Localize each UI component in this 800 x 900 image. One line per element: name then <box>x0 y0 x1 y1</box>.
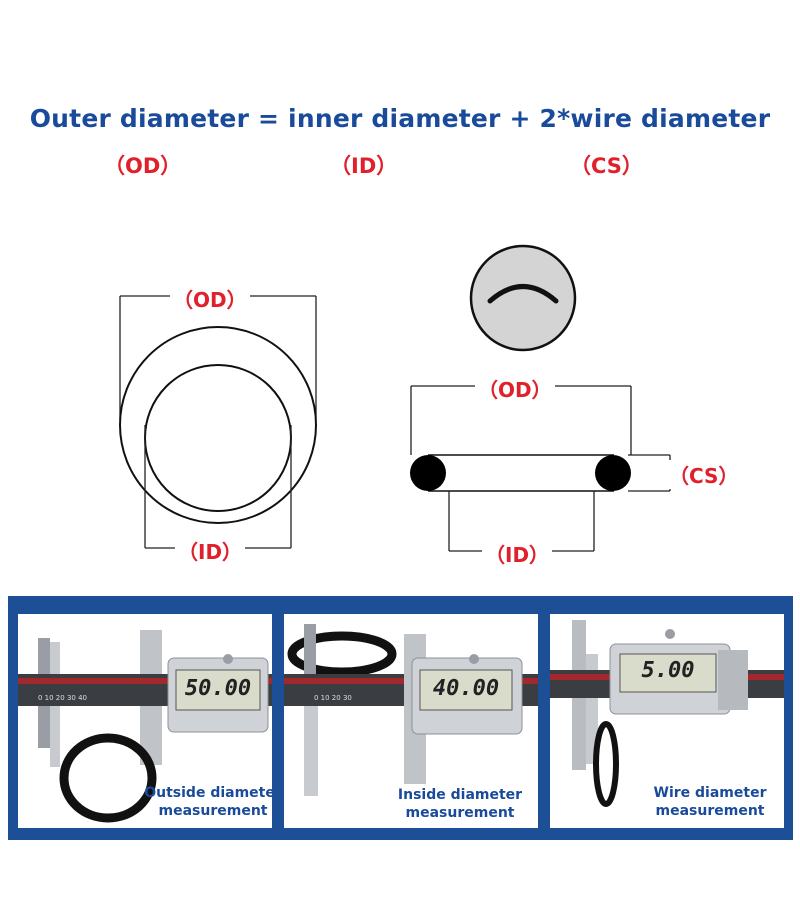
svg-text:0 10 20 30: 0 10 20 30 <box>314 694 352 702</box>
outside-diameter-photo: 0 10 20 30 40 50.00 Outside diameter mea… <box>18 614 272 828</box>
side-id-label: （ID） <box>482 539 553 568</box>
caliper-wire-image: 70 80 <box>550 620 784 807</box>
caliper-inside-image: 0 10 20 30 <box>284 624 538 796</box>
front-od-label: （OD） <box>170 284 250 313</box>
svg-text:0 10 20 30 40: 0 10 20 30 40 <box>38 694 87 702</box>
caption-inside-line1: Inside diameter <box>397 787 523 803</box>
caliper-outside-image: 0 10 20 30 40 <box>18 630 272 823</box>
caption-wire-line1: Wire diameter <box>653 785 767 801</box>
caption-inside-line2: measurement <box>405 805 515 821</box>
side-view-ring <box>410 385 671 552</box>
id-abbreviation: （ID） <box>330 154 398 178</box>
caption-outside-line2: measurement <box>158 803 268 819</box>
reading-wire: 5.00 <box>641 658 695 683</box>
side-cs-label: （CS） <box>666 460 742 489</box>
side-od-label: （OD） <box>475 374 555 403</box>
cross-section-icon <box>469 244 577 352</box>
reading-inside: 40.00 <box>432 676 500 701</box>
od-abbreviation: （OD） <box>104 154 182 178</box>
oring-dimension-diagram <box>119 244 671 552</box>
front-id-label: （ID） <box>175 536 246 565</box>
inside-diameter-photo: 0 10 20 30 40.00 Inside diameter measure… <box>284 614 538 828</box>
cs-abbreviation: （CS） <box>570 154 643 178</box>
wire-diameter-photo: 70 80 5.00 Wire diameter measurement <box>550 614 784 828</box>
front-view-ring <box>119 295 317 549</box>
caption-wire-line2: measurement <box>655 803 765 819</box>
caption-outside-line1: Outside diameter <box>144 785 272 801</box>
measurement-panel: 0 10 20 30 40 50.00 Outside diameter mea… <box>8 596 793 840</box>
formula-title: Outer diameter = inner diameter + 2*wire… <box>29 104 771 133</box>
reading-outside: 50.00 <box>184 676 252 701</box>
